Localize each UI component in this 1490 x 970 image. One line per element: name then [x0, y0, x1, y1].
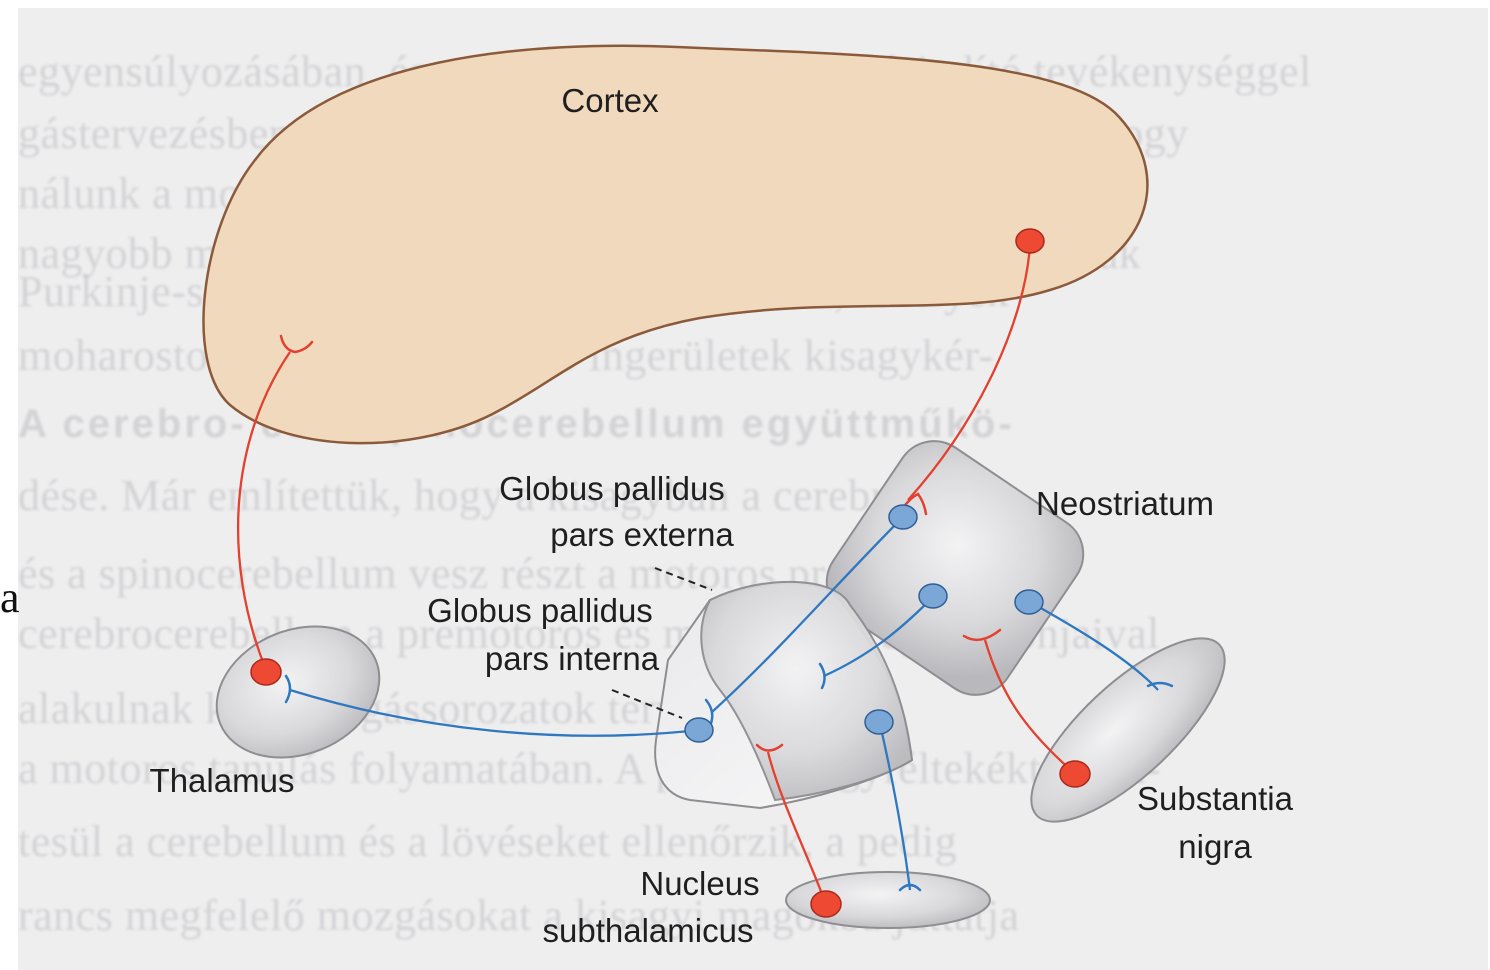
striatum-neuron-soma-2 — [919, 584, 947, 608]
substantia-nigra-label-line1: Substantia — [1137, 780, 1294, 817]
substantia-nigra-label-line2: nigra — [1178, 828, 1252, 865]
cortex-label: Cortex — [561, 82, 659, 119]
gpi-label-line1: Globus pallidus — [427, 592, 653, 629]
gpe-leader-line — [655, 568, 712, 590]
striatum-neuron-soma-1 — [889, 505, 917, 529]
gpi-label-line2: pars interna — [485, 640, 660, 677]
subthalamic-neuron-soma — [811, 891, 841, 917]
gpe-neuron-soma — [865, 710, 893, 734]
gpi-neuron-soma — [685, 718, 713, 742]
cortex-neuron-soma — [1016, 229, 1044, 253]
thalamus-neuron-soma — [251, 659, 281, 685]
nigra-neuron-soma — [1060, 761, 1090, 787]
cortex-region — [204, 46, 1148, 443]
striatum-neuron-soma-3 — [1015, 590, 1043, 614]
gpe-label-line2: pars externa — [550, 516, 734, 553]
neostriatum-label: Neostriatum — [1036, 485, 1214, 522]
thalamus-label: Thalamus — [150, 762, 295, 799]
subthalamic-label-line2: subthalamicus — [543, 912, 754, 949]
gpe-label-line1: Globus pallidus — [499, 470, 725, 507]
subthalamic-label-line1: Nucleus — [640, 865, 759, 902]
